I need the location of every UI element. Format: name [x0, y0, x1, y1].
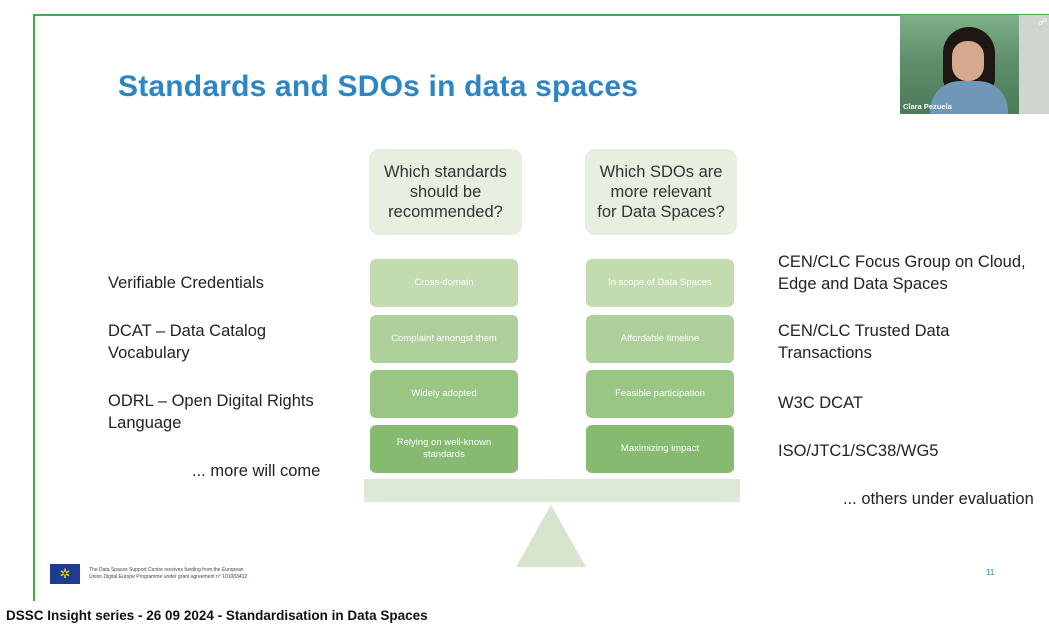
standard-item: Verifiable Credentials — [108, 274, 264, 292]
participant-face — [952, 41, 984, 81]
pin-icon[interactable]: ☍ — [1037, 17, 1047, 27]
standard-item: DCAT – Data Catalog Vocabulary — [108, 322, 267, 362]
participant-name: Clara Pezuela — [903, 102, 952, 111]
sdo-item: CEN/CLC Focus Group on Cloud, Edge and D… — [778, 253, 1026, 293]
video-background — [1019, 15, 1049, 114]
sdo-item: ... others under evaluation — [843, 490, 1034, 508]
question-sdos-text: Which SDOs are more relevant for Data Sp… — [597, 163, 725, 221]
participant-body — [930, 81, 1008, 114]
criterion-affordable-timeline: Affordable timeline — [586, 315, 734, 363]
criterion-well-known: Relying on well-known standards — [370, 425, 518, 473]
slide-frame — [33, 14, 1049, 601]
criterion-maximizing-impact: Maximizing impact — [586, 425, 734, 473]
criterion-complaint: Complaint amongst them — [370, 315, 518, 363]
question-standards-text: Which standards should be recommended? — [384, 163, 507, 221]
sdo-item: CEN/CLC Trusted Data Transactions — [778, 322, 950, 362]
criterion-widely-adopted: Widely adopted — [370, 370, 518, 418]
eu-flag-icon: ✲ — [50, 564, 80, 584]
sdo-item: ISO/JTC1/SC38/WG5 — [778, 442, 939, 460]
page-number: 11 — [986, 568, 995, 577]
criterion-in-scope: In scope of Data Spaces — [586, 259, 734, 307]
video-caption: DSSC Insight series - 26 09 2024 - Stand… — [6, 608, 428, 623]
sdo-item: W3C DCAT — [778, 394, 863, 412]
standard-item: ODRL – Open Digital Rights Language — [108, 392, 314, 432]
criterion-feasible-participation: Feasible participation — [586, 370, 734, 418]
slide-title: Standards and SDOs in data spaces — [118, 70, 639, 103]
standard-item: ... more will come — [192, 462, 321, 480]
criterion-cross-domain: Cross-domain — [370, 259, 518, 307]
question-standards: Which standards should be recommended? — [369, 149, 522, 235]
balance-fulcrum — [516, 505, 586, 567]
funding-notice: The Data Spaces Support Centre receives … — [89, 567, 249, 580]
question-sdos: Which SDOs are more relevant for Data Sp… — [585, 149, 737, 235]
balance-beam — [364, 479, 740, 502]
participant-video[interactable]: Clara Pezuela ☍ — [900, 15, 1049, 114]
